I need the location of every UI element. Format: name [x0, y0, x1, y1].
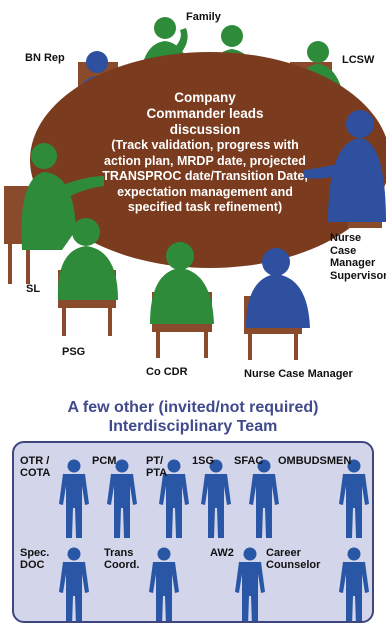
team-person-icon-1-0 — [59, 459, 89, 538]
team-role-label-2-3: Career Counselor — [266, 547, 321, 571]
team-role-label-1-4: SFAC — [234, 455, 264, 467]
role-label-nurse-case-manager-supervisor: Nurse Case Manager Supervisor — [330, 232, 386, 282]
role-label-bn-rep: BN Rep — [25, 52, 65, 64]
conference-table — [30, 52, 386, 268]
team-person-icon-1-1 — [107, 459, 137, 538]
team-role-label-1-0: OTR / COTA — [20, 455, 51, 479]
team-role-label-1-1: PCM — [92, 455, 117, 467]
team-figures — [59, 459, 369, 621]
team-role-label-2-0: Spec. DOC — [20, 547, 50, 571]
team-person-icon-1-5 — [339, 459, 369, 538]
team-heading: A few other (invited/not required) Inter… — [67, 399, 319, 435]
team-person-icon-1-4 — [249, 459, 279, 538]
table-text: Company Commander leads discussion (Trac… — [60, 90, 350, 216]
role-label-psg: PSG — [62, 346, 86, 358]
interdisciplinary-team-panel: OTR / COTA PCM PT/ PTA 1SG SFAC OMBUDSMEN Spec… — [12, 441, 374, 623]
team-person-icon-1-2 — [159, 459, 189, 538]
team-role-label-1-3: 1SG — [192, 455, 215, 467]
role-label-nurse-case-manager: Nurse Case Manager — [244, 368, 353, 380]
team-person-icon-2-3 — [339, 547, 369, 621]
role-label-lcsw: LCSW — [342, 54, 375, 66]
team-person-icon-2-1 — [149, 547, 179, 621]
team-person-icon-2-2 — [235, 547, 265, 621]
team-person-icon-1-3 — [201, 459, 231, 538]
person-psg — [57, 218, 118, 300]
role-label-sl: SL — [26, 283, 41, 295]
role-label-co-cdr: Co CDR — [146, 366, 188, 378]
team-person-icon-2-0 — [59, 547, 89, 621]
person-co-cdr — [150, 242, 214, 324]
meeting-illustration — [4, 17, 386, 360]
team-role-label-1-5: OMBUDSMEN — [278, 455, 352, 467]
team-role-label-2-1: Trans Coord. — [104, 547, 140, 571]
team-role-label-2-2: AW2 — [210, 547, 234, 559]
team-role-label-1-2: PT/ PTA — [146, 455, 168, 479]
person-sl — [21, 143, 104, 250]
table-details-text: (Track validation, progress with action … — [102, 138, 308, 214]
role-label-family: Family — [186, 11, 221, 23]
table-lead-text: Company Commander leads discussion — [146, 90, 264, 137]
person-nurse-case-manager-supervisor — [304, 110, 386, 222]
person-nurse-case-manager — [246, 248, 310, 328]
